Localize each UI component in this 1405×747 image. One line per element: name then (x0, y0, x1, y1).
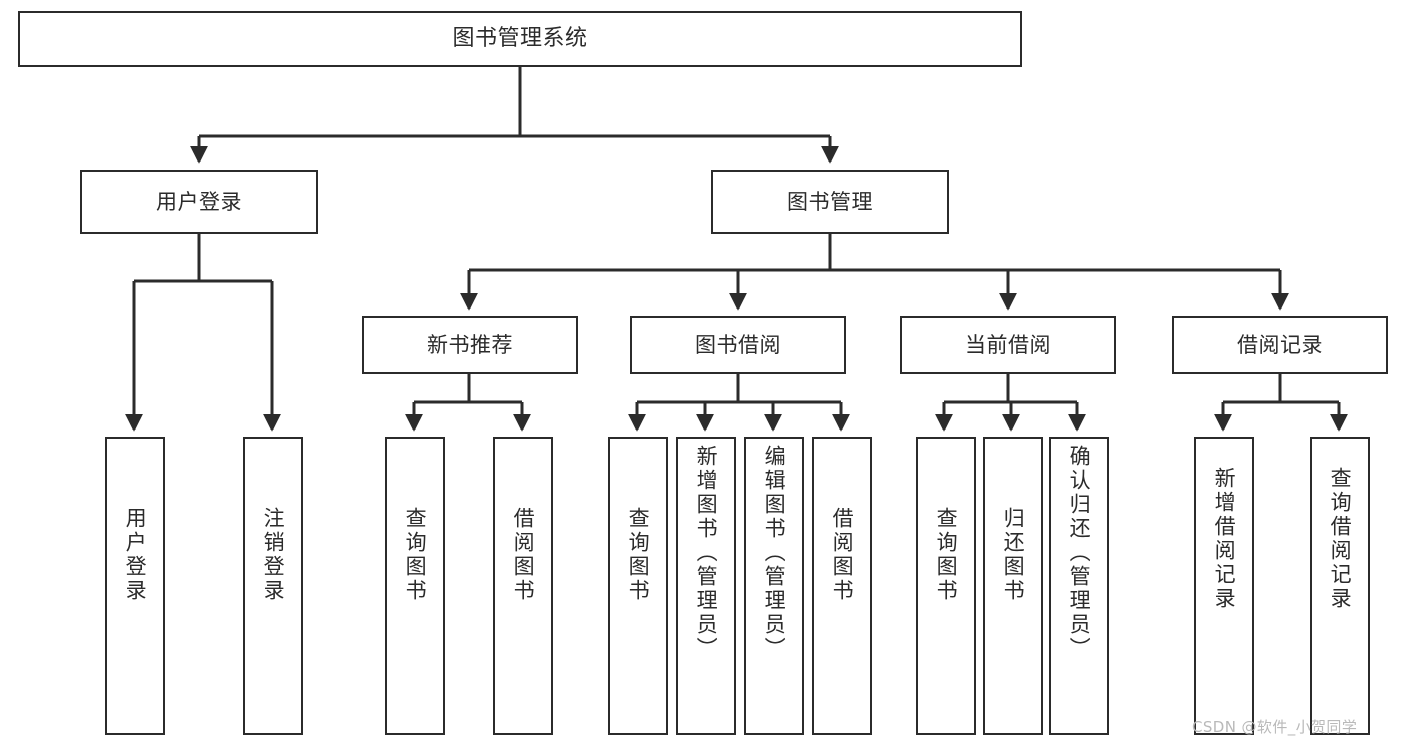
node-label: 注销登录 (261, 507, 286, 603)
leaf-current-borrow-return-books[interactable]: 归还图书 (983, 437, 1043, 735)
leaf-current-borrow-query-books[interactable]: 查询图书 (916, 437, 976, 735)
node-label: 查询图书 (934, 507, 959, 603)
leaf-borrow-record-query-record[interactable]: 查询借阅记录 (1310, 437, 1370, 735)
node-label: 新书推荐 (427, 332, 513, 357)
leaf-book-borrow-edit-book-admin[interactable]: 编辑图书（管理员） (744, 437, 804, 735)
leaf-book-borrow-query-books[interactable]: 查询图书 (608, 437, 668, 735)
node-label: 新增借阅记录 (1212, 467, 1237, 611)
node-label: 查询图书 (626, 507, 651, 603)
node-label: 用户登录 (123, 507, 148, 603)
node-label: 借阅图书 (830, 507, 855, 603)
csdn-watermark: CSDN @软件_小贺同学 (1192, 718, 1358, 736)
node-label: 图书管理 (787, 189, 873, 214)
node-label: 确认归还（管理员） (1067, 445, 1092, 661)
leaf-current-borrow-confirm-return-admin[interactable]: 确认归还（管理员） (1049, 437, 1109, 735)
node-label: 查询借阅记录 (1328, 467, 1353, 611)
leaf-borrow-record-add-record[interactable]: 新增借阅记录 (1194, 437, 1254, 735)
node-user-login[interactable]: 用户登录 (80, 170, 318, 234)
node-borrowing-record[interactable]: 借阅记录 (1172, 316, 1388, 374)
leaf-new-book-borrow-books[interactable]: 借阅图书 (493, 437, 553, 735)
node-label: 编辑图书（管理员） (762, 445, 787, 661)
leaf-book-borrow-add-book-admin[interactable]: 新增图书（管理员） (676, 437, 736, 735)
node-label: 借阅图书 (511, 507, 536, 603)
node-label: 当前借阅 (965, 332, 1051, 357)
node-label: 查询图书 (403, 507, 428, 603)
leaf-book-borrow-borrow-books[interactable]: 借阅图书 (812, 437, 872, 735)
node-current-borrowing[interactable]: 当前借阅 (900, 316, 1116, 374)
node-label: 借阅记录 (1237, 332, 1323, 357)
leaf-new-book-query-books[interactable]: 查询图书 (385, 437, 445, 735)
node-book-borrowing[interactable]: 图书借阅 (630, 316, 846, 374)
leaf-user-login-signout[interactable]: 注销登录 (243, 437, 303, 735)
node-new-book-recommendation[interactable]: 新书推荐 (362, 316, 578, 374)
node-label: 图书管理系统 (452, 26, 588, 52)
node-book-management[interactable]: 图书管理 (711, 170, 949, 234)
node-label: 用户登录 (156, 189, 242, 214)
node-label: 图书借阅 (695, 332, 781, 357)
node-label: 新增图书（管理员） (694, 445, 719, 661)
node-root-system[interactable]: 图书管理系统 (18, 11, 1022, 67)
node-label: 归还图书 (1001, 507, 1026, 603)
leaf-user-login-signin[interactable]: 用户登录 (105, 437, 165, 735)
